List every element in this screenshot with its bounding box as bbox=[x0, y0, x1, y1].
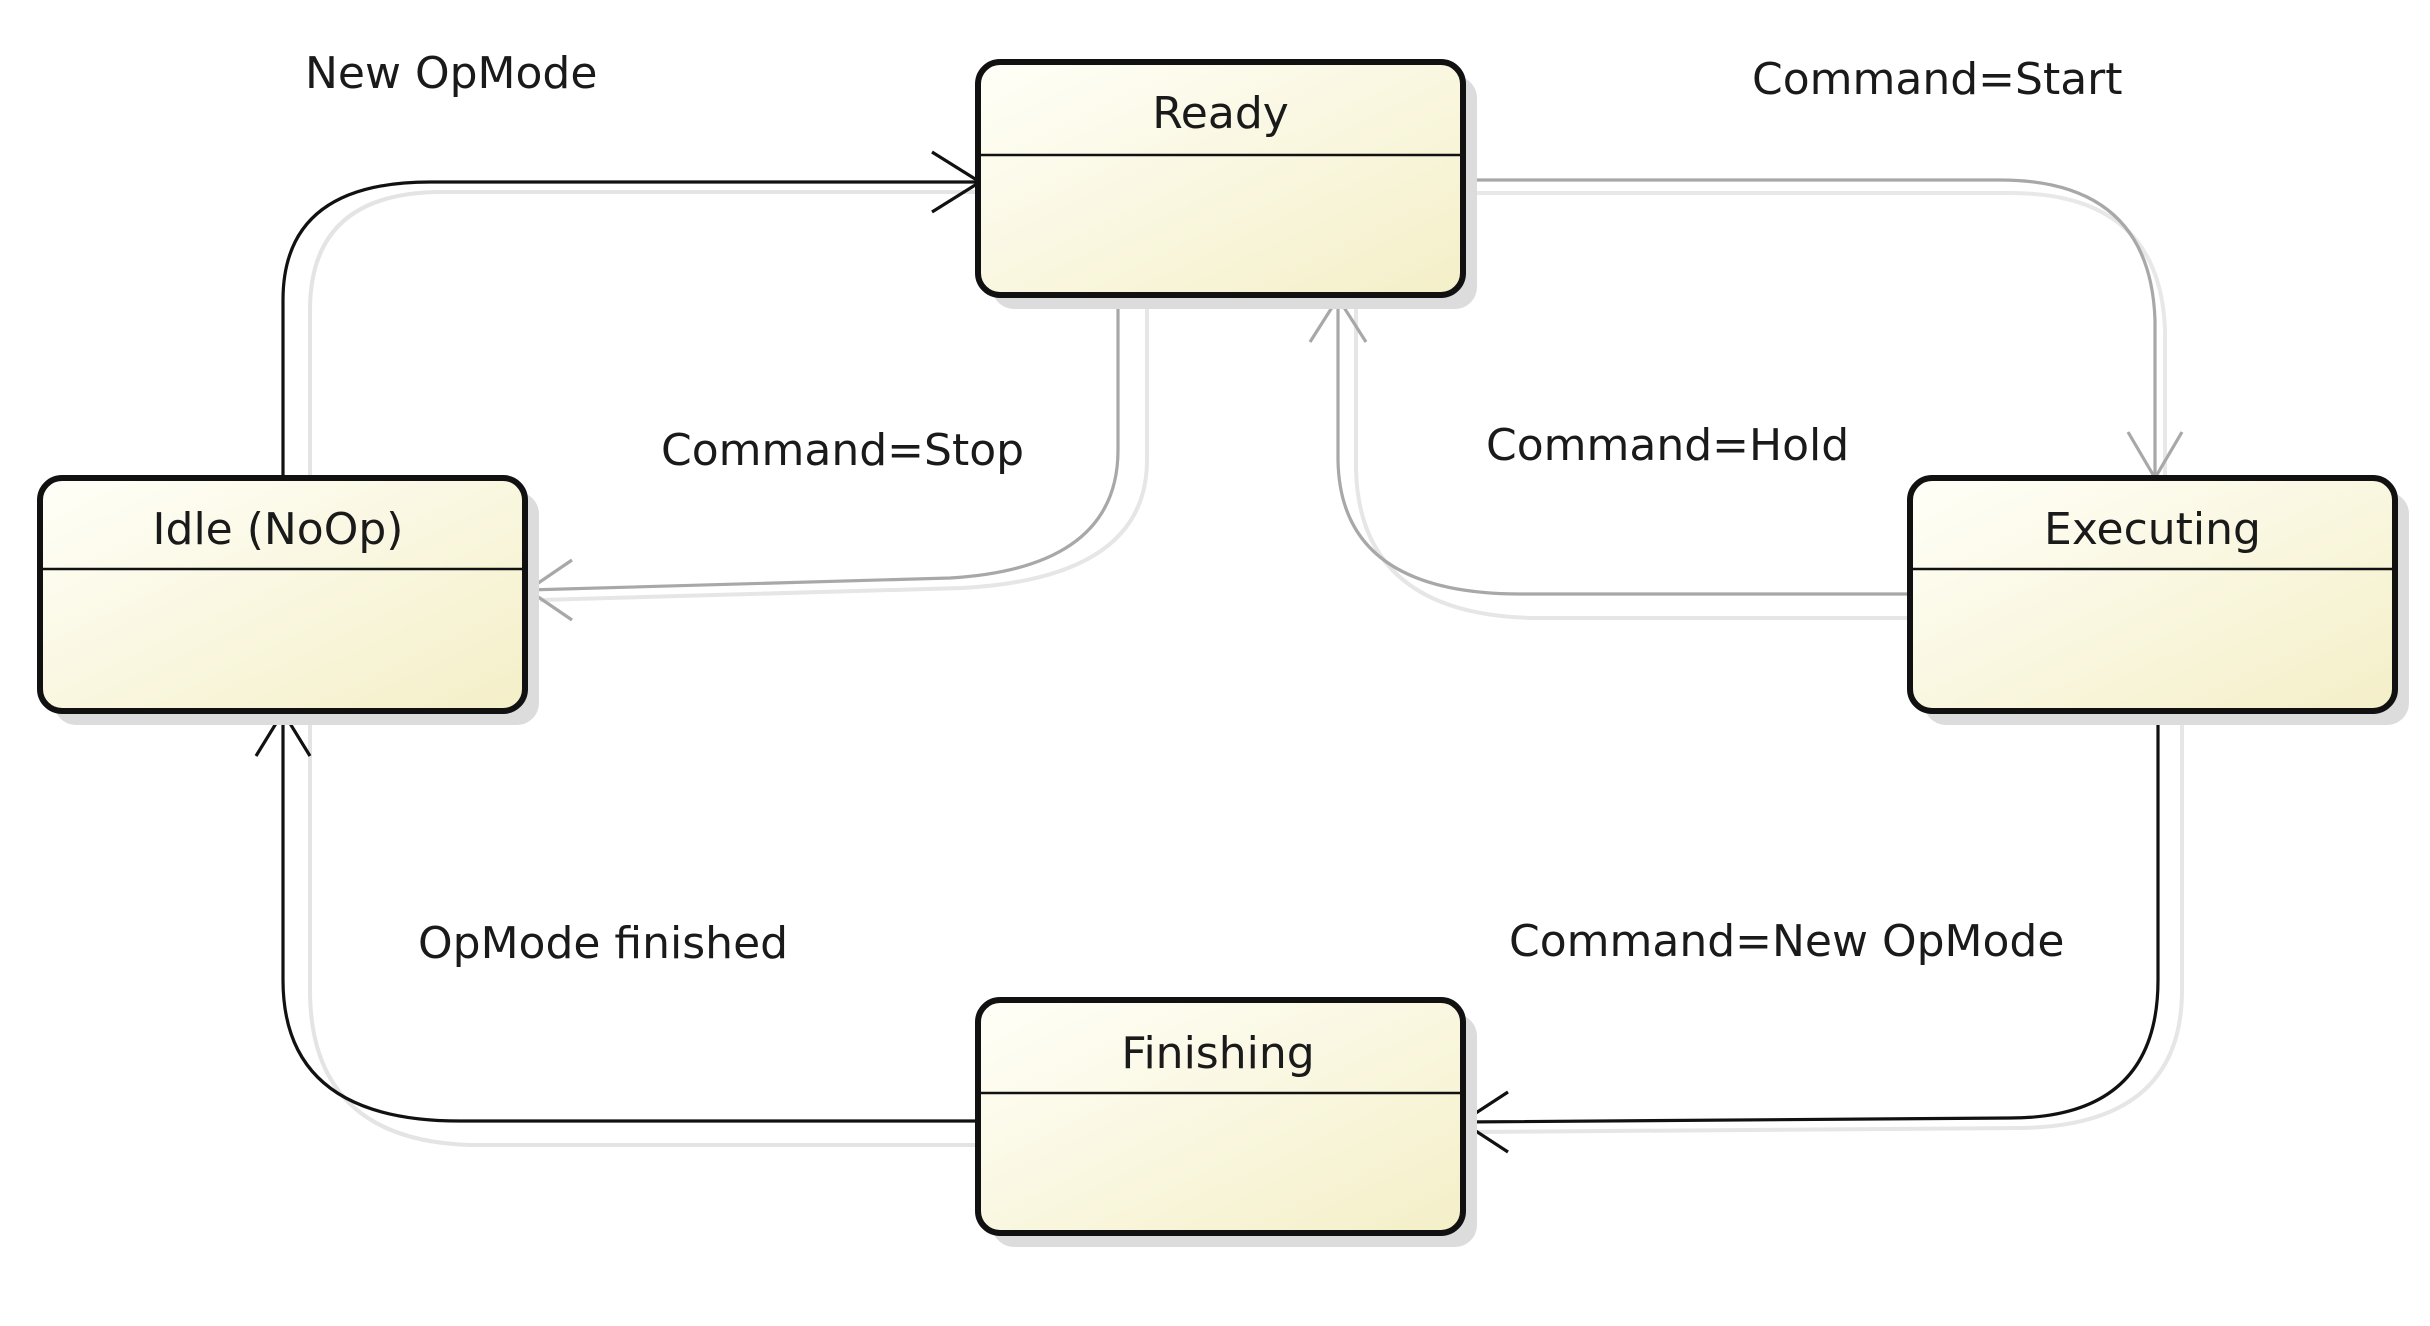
state-ready-label: Ready bbox=[1152, 88, 1289, 139]
state-executing-label: Executing bbox=[2044, 504, 2261, 555]
label-command-stop: Command=Stop bbox=[661, 425, 1024, 476]
label-command-hold: Command=Hold bbox=[1486, 420, 1849, 471]
state-idle[interactable]: Idle (NoOp) bbox=[37, 475, 539, 725]
label-opmode-finished: OpMode finished bbox=[418, 918, 788, 969]
state-idle-label: Idle (NoOp) bbox=[153, 504, 404, 555]
state-ready[interactable]: Ready bbox=[975, 59, 1477, 309]
state-finishing-label: Finishing bbox=[1121, 1028, 1314, 1079]
label-command-start: Command=Start bbox=[1752, 54, 2123, 105]
state-finishing[interactable]: Finishing bbox=[975, 997, 1477, 1247]
label-new-opmode: New OpMode bbox=[305, 48, 597, 99]
state-executing[interactable]: Executing bbox=[1907, 475, 2409, 725]
label-command-new-opmode: Command=New OpMode bbox=[1509, 916, 2064, 967]
